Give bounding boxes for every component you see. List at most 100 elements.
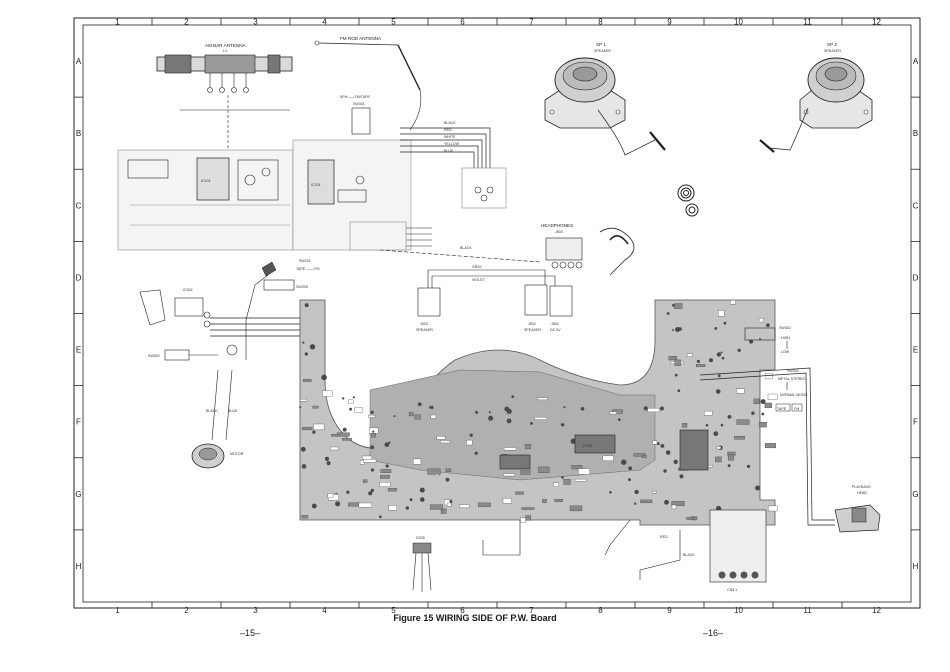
board-component: [299, 406, 302, 409]
j502-label: J502: [528, 322, 536, 326]
board-component: [380, 469, 392, 473]
board-component: [417, 402, 422, 407]
board-component: [656, 442, 660, 445]
headphones-jack: HEADPHONES J504: [541, 223, 635, 276]
board-component: [678, 327, 682, 331]
fm-connector-box: [461, 167, 507, 209]
sw303-tape: TAPE: [777, 407, 787, 411]
speaker-jack-j503: J503 SPEAKER: [416, 287, 441, 332]
board-component: [749, 339, 754, 344]
board-component: [299, 398, 308, 402]
board-component: [758, 421, 767, 428]
board-component: [720, 351, 723, 354]
wire-label-yellow: YELLOW: [444, 142, 460, 146]
board-component: [385, 464, 389, 468]
board-component: [764, 443, 776, 449]
board-component: [764, 373, 773, 380]
board-component: [534, 417, 548, 420]
grid-row-right-E: E: [913, 346, 918, 355]
board-component: [721, 356, 725, 360]
board-component: [736, 419, 750, 425]
board-component: [686, 516, 695, 520]
grid-col-bottom-5: 5: [391, 606, 396, 615]
board-component: [408, 411, 414, 417]
board-component: [643, 406, 648, 411]
grid-row-left-H: H: [76, 562, 82, 571]
board-component: [300, 446, 306, 452]
board-component: [686, 353, 693, 357]
board-component: [330, 446, 339, 451]
board-component: [370, 445, 375, 450]
board-component: [449, 500, 453, 503]
board-component: [430, 405, 434, 409]
j503-label: J503: [420, 322, 428, 326]
grid-row-left-F: F: [76, 418, 81, 427]
board-component: [521, 507, 535, 510]
board-component: [524, 444, 531, 450]
normal-mono-label: NORMAL MONO: [780, 393, 808, 397]
board-component: [554, 499, 563, 502]
grid-col-bottom-7: 7: [529, 606, 534, 615]
board-component: [764, 402, 773, 408]
board-component: [393, 415, 396, 418]
board-component: [571, 465, 583, 470]
board-component: [553, 482, 559, 487]
board-chip-3: [499, 454, 531, 470]
board-component: [327, 493, 334, 498]
board-component: [348, 502, 360, 507]
board-component: [734, 436, 745, 440]
board-component: [301, 515, 309, 519]
motor-wire-blue: BLUE: [228, 409, 238, 413]
board-component: [311, 503, 317, 509]
board-component: [723, 321, 727, 325]
tuner-board: IC101: [117, 109, 294, 251]
sw302-high: HIGH: [781, 336, 790, 340]
board-component: [713, 431, 719, 437]
grid-col-top-8: 8: [598, 18, 603, 27]
board-component: [436, 436, 446, 440]
grid-row-left-D: D: [76, 273, 82, 282]
board-component: [342, 438, 352, 441]
board-component: [727, 464, 731, 468]
board-component: [313, 423, 325, 430]
board-component: [716, 352, 722, 357]
board-component: [348, 399, 354, 404]
grid-col-top-12: 12: [872, 18, 881, 27]
grid-col-top-6: 6: [460, 18, 465, 27]
board-component: [633, 453, 646, 457]
grid-col-top-1: 1: [115, 18, 120, 27]
board-component: [746, 464, 751, 468]
sw303-label: SW303: [787, 369, 799, 373]
board-component: [671, 504, 677, 510]
board-component: [659, 406, 664, 411]
board-component: [520, 470, 531, 475]
board-component: [714, 327, 718, 330]
board-component: [515, 491, 524, 495]
board-component: [503, 447, 517, 451]
lower-wires: [482, 519, 681, 580]
board-component: [530, 422, 533, 425]
board-component: [766, 323, 770, 328]
fm-rod-antenna: FM ROD ANTENNA: [314, 36, 422, 131]
board-component: [672, 329, 675, 332]
board-component: [673, 459, 678, 464]
board-component: [504, 406, 510, 412]
playback-head-label: PLAYBACK: [852, 485, 871, 489]
board-component: [384, 442, 390, 448]
board-component: [363, 459, 377, 463]
playback-head: PLAYBACK HEAD: [834, 485, 881, 533]
board-component: [440, 440, 451, 444]
board-component: [737, 348, 741, 352]
grid-col-top-9: 9: [667, 18, 672, 27]
grid-col-bottom-6: 6: [460, 606, 465, 615]
board-component: [429, 504, 443, 510]
board-component: [634, 502, 637, 505]
board-component: [342, 397, 345, 400]
grid-col-bottom-11: 11: [803, 606, 812, 615]
board-component: [302, 341, 305, 344]
board-component: [362, 479, 368, 483]
board-component: [634, 489, 639, 495]
speaker-1-ref: SP 1: [596, 42, 606, 47]
board-component: [563, 479, 571, 485]
board-component: [727, 454, 735, 461]
